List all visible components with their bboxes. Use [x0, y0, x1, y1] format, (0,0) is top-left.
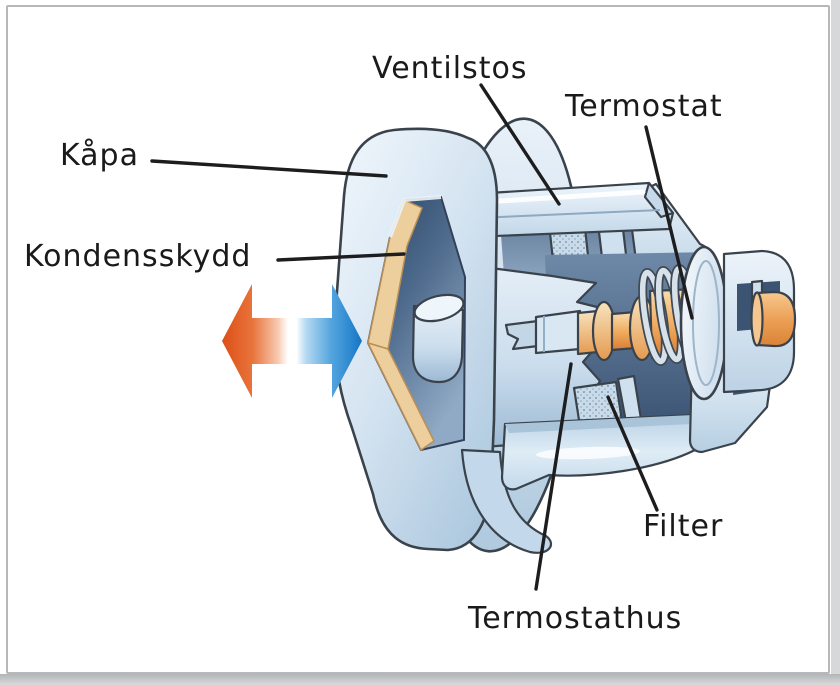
label-termostathus: Termostathus — [468, 601, 683, 636]
kapa-leader-line — [150, 159, 388, 178]
filter-leader-line — [606, 395, 659, 512]
cutaway-rim-highlight — [388, 195, 442, 238]
flange-ring — [679, 245, 729, 401]
push-pin — [755, 290, 797, 348]
tray-highlight — [536, 446, 640, 460]
label-ventilstos: Ventilstos — [372, 51, 528, 86]
push-pin-cap — [750, 291, 764, 347]
label-termostat: Termostat — [565, 89, 723, 124]
photo-edge-right — [831, 0, 840, 685]
hub-cylinder — [411, 304, 465, 384]
ventilstos-leader-line — [479, 83, 561, 206]
label-filter: Filter — [643, 509, 724, 544]
airflow-arrow — [222, 284, 362, 398]
termostat-leader-line — [644, 125, 694, 320]
termostathus-leader-line — [534, 362, 573, 591]
hub-cylinder-top — [413, 293, 465, 323]
label-kondensskydd: Kondensskydd — [24, 239, 252, 274]
label-kapa: Kåpa — [60, 138, 139, 173]
valve-tab — [534, 309, 582, 355]
kondensskydd-band-lower — [366, 341, 435, 452]
housing-bottom-rim — [460, 448, 552, 554]
kondensskydd-leader-line — [276, 252, 406, 262]
photo-edge-bottom — [0, 674, 840, 685]
tray-inner-shadow — [505, 415, 693, 433]
flange-ring-inner — [692, 260, 720, 386]
